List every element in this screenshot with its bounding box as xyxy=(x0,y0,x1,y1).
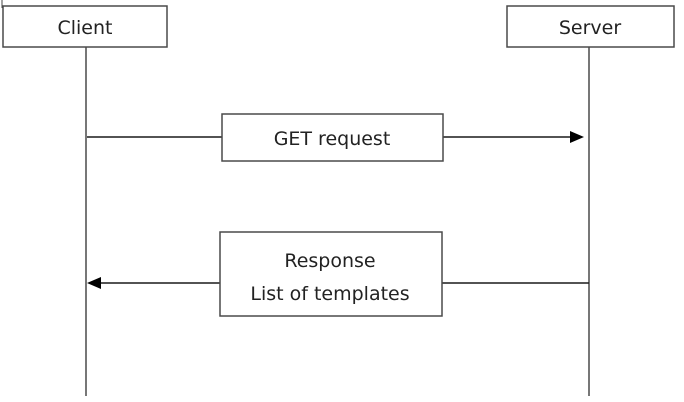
client-participant: Client xyxy=(2,5,168,48)
request-label: GET request xyxy=(274,128,391,150)
response-label-line-2: List of templates xyxy=(250,283,409,305)
client-box xyxy=(2,5,168,48)
request-message: GET request xyxy=(87,113,584,162)
request-arrowhead xyxy=(570,131,584,143)
request-box xyxy=(221,113,444,162)
response-message: Response List of templates xyxy=(87,231,589,317)
server-box xyxy=(506,5,675,48)
response-arrowhead xyxy=(87,277,101,289)
client-label: Client xyxy=(57,17,112,39)
server-participant: Server xyxy=(506,5,675,48)
server-label: Server xyxy=(559,17,621,39)
response-box xyxy=(219,231,443,317)
response-label-line-1: Response xyxy=(284,250,375,272)
